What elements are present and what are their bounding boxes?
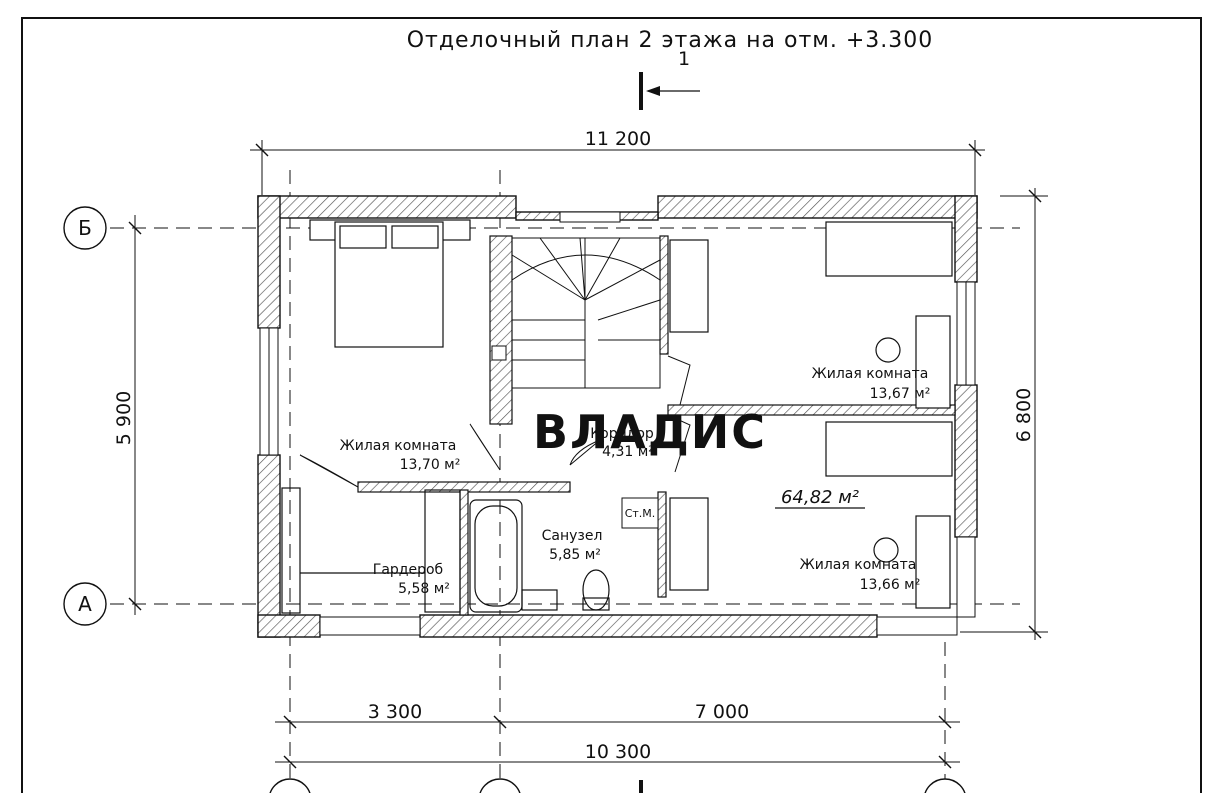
axis-bubble-a: А [63,582,107,626]
riser-label: Ст.М. [625,507,656,520]
room-area-bedroom-left: 13,70 м² [400,457,461,473]
right-bedrooms-furniture [669,221,953,609]
room-name-bathroom: Санузел [542,528,603,544]
double-bed [309,219,471,348]
room-area-wardrobe: 5,58 м² [398,581,450,597]
section-mark-label: 1 [678,48,690,70]
room-name-bedroom-top-right: Жилая комната [812,366,929,382]
wardrobe-shelves [281,487,461,614]
axis-bubbles-bottom [269,778,966,793]
exterior-walls [257,195,978,638]
room-name-bedroom-left: Жилая комната [340,438,457,454]
room-name-wardrobe: Гардероб [373,562,443,578]
dimension-left-height: 5 900 [113,391,135,445]
axis-label-a: А [78,592,92,616]
bathroom-fixtures [469,499,610,613]
sheet-frame [21,17,1202,793]
section-mark-top: 1 [639,48,700,110]
dimension-bottom-right: 7 000 [695,701,749,723]
riser-box [621,497,659,529]
room-area-corridor: 4,31 м² [602,444,654,460]
room-area-bathroom: 5,85 м² [549,547,601,563]
watermark: ВЛАДИС [533,405,767,459]
dimension-right: 6 800 [960,188,1048,640]
total-area: 64,82 м² [781,487,859,508]
room-name-bedroom-bottom-right: Жилая комната [800,557,917,573]
axis-label-b: Б [78,216,92,240]
dimension-top-total: 11 200 [585,128,651,150]
dimension-bottom [275,715,960,769]
dimension-bottom-total: 10 300 [585,741,651,763]
dimension-right-height: 6 800 [1013,388,1035,442]
room-area-bedroom-top-right: 13,67 м² [870,386,931,402]
dimension-left: 5 900 [113,215,142,615]
dimension-bottom-left: 3 300 [368,701,422,723]
axis-bubble-b: Б [63,206,107,250]
room-name-corridor: Коридор [590,426,654,442]
plan-title: Отделочный план 2 этажа на отм. +3.300 [407,28,934,53]
interior-walls [357,235,956,616]
room-area-bedroom-bottom-right: 13,66 м² [860,577,921,593]
vent-left [491,345,507,361]
dimension-top: 11 200 [250,128,985,195]
stairs [511,237,661,389]
windows [259,211,976,636]
doors [299,355,691,488]
